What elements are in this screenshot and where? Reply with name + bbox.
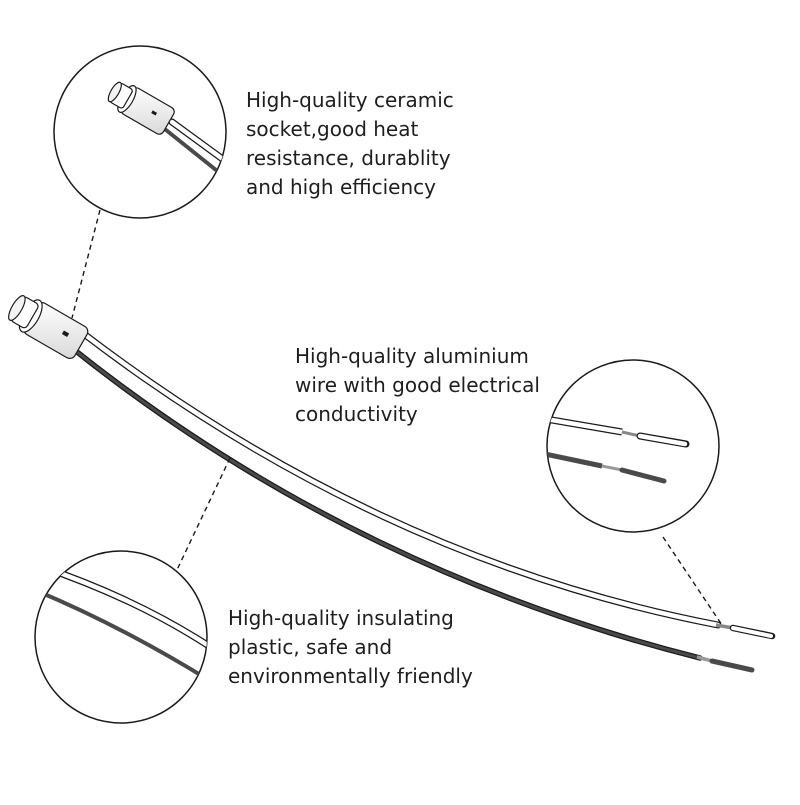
leader-line-socket xyxy=(71,209,101,319)
stripped-wire-tips-closeup-icon xyxy=(547,414,690,484)
dark-wire-end xyxy=(709,658,755,673)
main-product-wire-assembly xyxy=(8,295,776,673)
leader-lines xyxy=(71,209,723,626)
feature-caption-wire: High-quality aluminium wire with good el… xyxy=(295,344,540,426)
callout-circle-wire-tips xyxy=(546,359,720,533)
dark-wire-bare-tip xyxy=(696,655,713,663)
feature-caption-socket: High-quality ceramic socket,good heat re… xyxy=(246,88,454,199)
callout-circle-socket xyxy=(53,45,227,219)
leader-line-insulation xyxy=(175,457,231,573)
insulated-wire-closeup-icon xyxy=(35,562,207,684)
callout-circle-insulation xyxy=(34,550,208,724)
ceramic-socket-closeup-icon xyxy=(107,81,175,135)
feature-caption-insulation: High-quality insulating plastic, safe an… xyxy=(228,606,473,688)
ceramic-socket xyxy=(8,295,89,359)
